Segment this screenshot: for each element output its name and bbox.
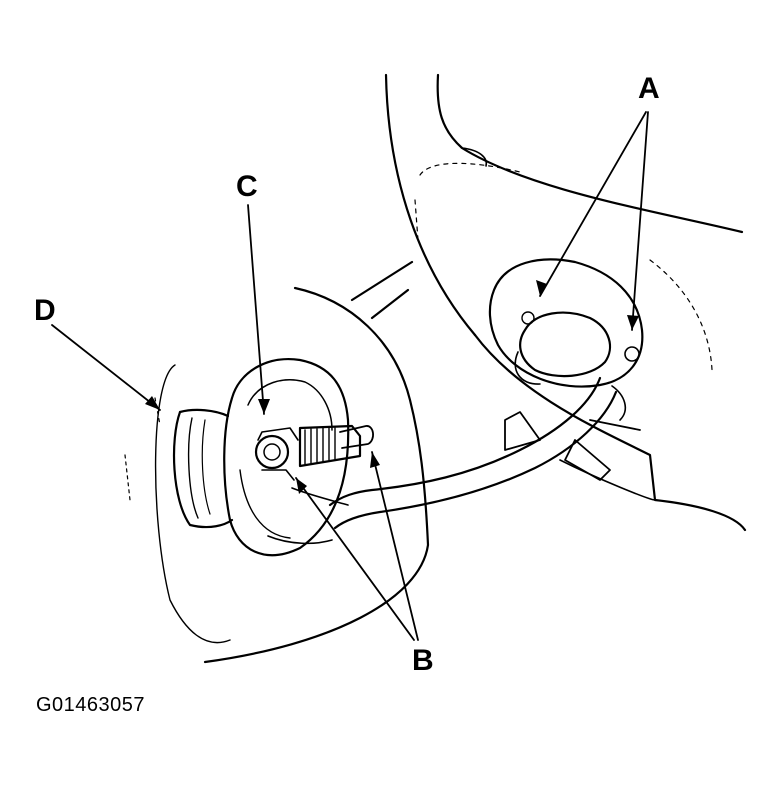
inner-fender (124, 286, 430, 664)
housing-d (172, 408, 234, 529)
callout-label-d: D (34, 294, 56, 327)
callout-label-c: C (236, 170, 258, 203)
figure-id: G01463057 (36, 694, 146, 716)
body-panel (384, 73, 747, 532)
socket-assembly-c (223, 357, 374, 557)
arrowheads (145, 280, 639, 494)
callout-label-b: B (412, 644, 434, 677)
callout-label-a: A (638, 72, 660, 105)
bulb-socket-a (488, 258, 644, 421)
leader-lines (51, 111, 649, 641)
wire-harness (328, 376, 618, 530)
mounting-bracket (350, 260, 641, 481)
